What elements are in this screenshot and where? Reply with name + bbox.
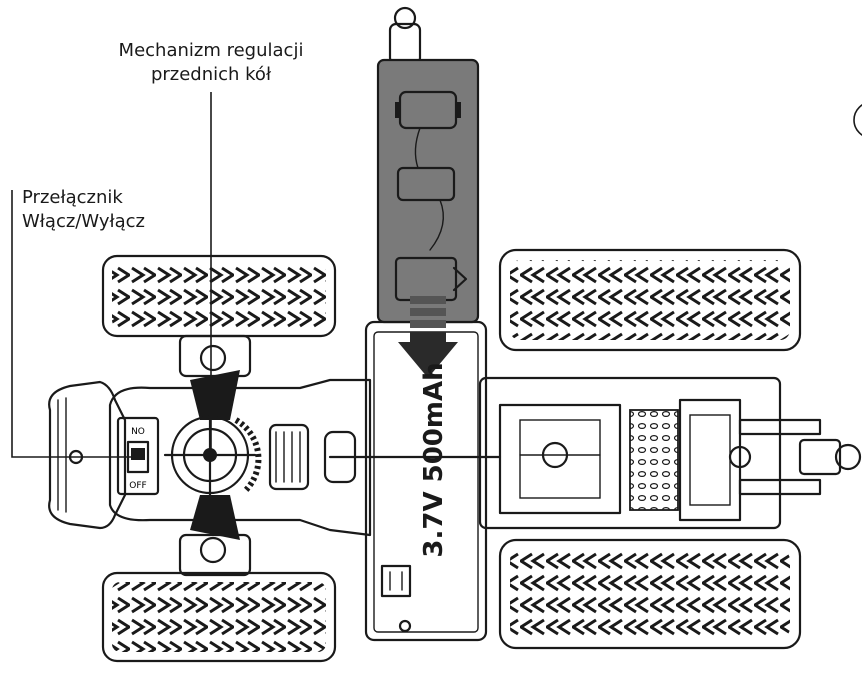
switch-on-label: NO (131, 427, 145, 437)
circle-marker-icon (853, 104, 862, 136)
wheel-mechanism-label-line1: Mechanizm regulacji (119, 40, 304, 61)
wheel-mechanism-callout: Mechanizm regulacji przednich kół (119, 40, 304, 85)
power-switch-label-line2: Włącz/Wyłącz (22, 211, 145, 232)
power-switch-label-line1: Przełącznik (22, 187, 123, 208)
rear-left-wheel (498, 248, 802, 352)
front-right-wheel (101, 571, 337, 663)
steering-mechanism (163, 334, 262, 577)
power-switch-leader (11, 190, 135, 458)
rear-right-wheel (498, 538, 802, 650)
chassis (108, 376, 862, 537)
insert-arrow-icon (398, 296, 458, 378)
battery-cover (376, 6, 480, 324)
front-nose (48, 380, 127, 530)
front-left-wheel (101, 254, 337, 338)
power-switch-callout: Przełącznik Włącz/Wyłącz (22, 187, 145, 232)
battery-label: 3.7V 500mAh (419, 362, 449, 557)
wheel-mechanism-label-line2: przednich kół (151, 64, 272, 85)
switch-off-label: OFF (129, 481, 146, 491)
